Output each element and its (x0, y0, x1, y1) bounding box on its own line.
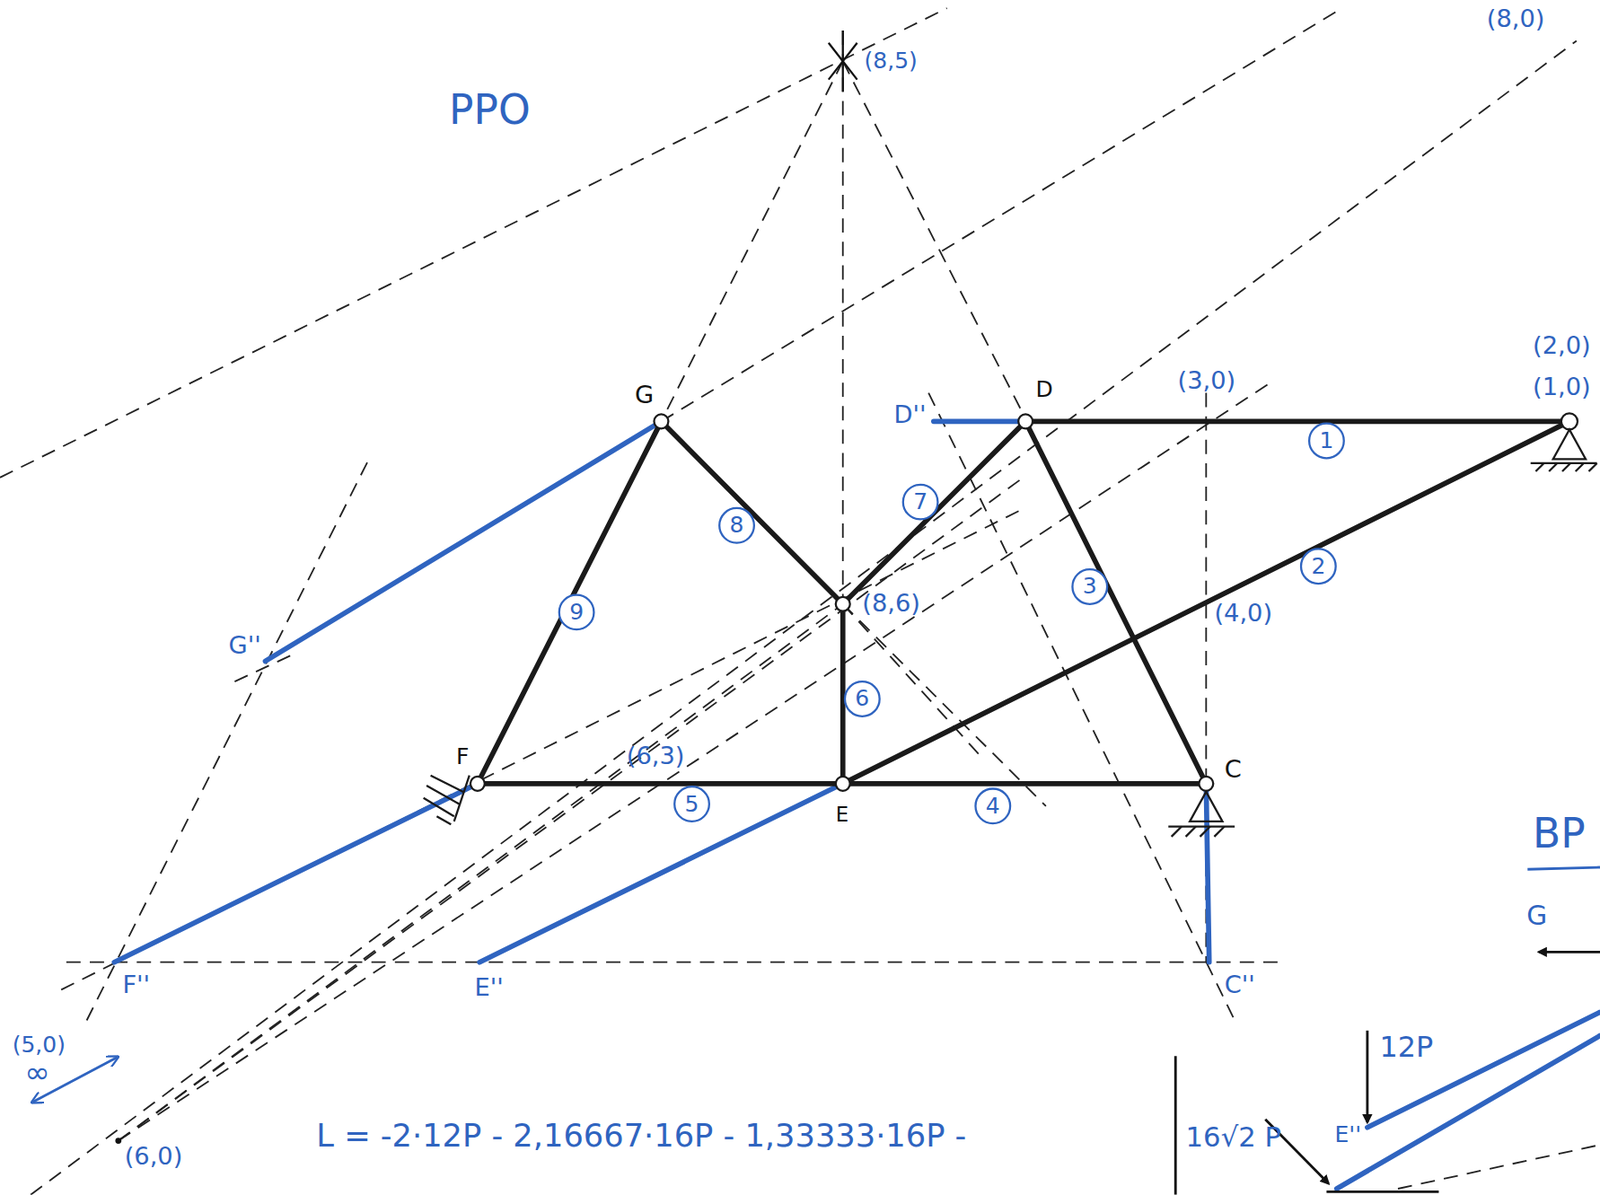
diagram-label: F'' (120, 971, 152, 999)
diagram-label: C (1222, 756, 1245, 783)
pole-dot (114, 1137, 122, 1144)
member-number: 9 (558, 593, 596, 631)
diagram-label: L = -2·12P - 2,16667·16P - 1,33333·16P - (314, 1118, 969, 1154)
member-number: 4 (974, 787, 1011, 825)
member-number-text: 8 (729, 514, 745, 537)
diagram-label: (4,0) (1212, 599, 1275, 627)
diagram-label: D (1033, 377, 1055, 402)
member-number-text: 5 (685, 792, 700, 816)
diagram-label: F (454, 745, 472, 770)
member-number: 3 (1071, 568, 1108, 606)
displacement-lines (114, 421, 1600, 1189)
force-arrows (1175, 951, 1600, 1195)
member-number-text: 6 (854, 687, 870, 711)
diagram-label: (5,0) (9, 1032, 68, 1057)
member-number: 7 (902, 483, 940, 521)
diagram-label: E (834, 802, 852, 826)
construction-lines (0, 8, 1600, 1195)
diagram-label: BP (1530, 811, 1588, 857)
diagram-label: (3,0) (1175, 367, 1238, 395)
diagram-label: ∞ (22, 1054, 53, 1090)
diagram-label: G (1524, 901, 1549, 931)
diagram-label: (8,5) (861, 49, 920, 74)
diagram-label: C'' (1222, 971, 1258, 999)
member-number-text: 9 (569, 600, 584, 624)
joints (470, 413, 1578, 791)
diagram-label: (8,0) (1485, 5, 1548, 33)
member-number-text: 1 (1318, 429, 1334, 452)
diagram-label: 16√2 P (1183, 1122, 1284, 1153)
diagram-label: (8,6) (860, 589, 923, 617)
diagram-label: G'' (226, 632, 264, 660)
truss-members (477, 421, 1570, 783)
member-number-text: 4 (985, 794, 1001, 818)
member-number: 8 (718, 507, 756, 545)
diagram-label: 12P (1377, 1032, 1435, 1064)
diagram-label: G (632, 381, 657, 409)
supports (423, 429, 1598, 836)
diagram-label: E'' (472, 974, 506, 1002)
member-number: 1 (1308, 422, 1346, 460)
diagram-label: (2,0) (1530, 332, 1593, 360)
member-number-text: 7 (913, 491, 928, 514)
diagram-label: D'' (891, 401, 929, 429)
member-number: 6 (843, 680, 881, 718)
member-number: 2 (1300, 547, 1337, 585)
member-number: 5 (673, 785, 711, 823)
member-number-text: 3 (1082, 575, 1098, 598)
diagram-label: (6,0) (122, 1142, 185, 1170)
diagram-label: (6,3) (624, 742, 687, 770)
diagram-label: E'' (1332, 1122, 1363, 1147)
diagram-label: (1,0) (1530, 373, 1593, 401)
title-underline (1527, 867, 1600, 870)
diagram-label: PPO (447, 87, 533, 132)
member-number-text: 2 (1310, 554, 1326, 578)
pole-mark (828, 30, 858, 92)
